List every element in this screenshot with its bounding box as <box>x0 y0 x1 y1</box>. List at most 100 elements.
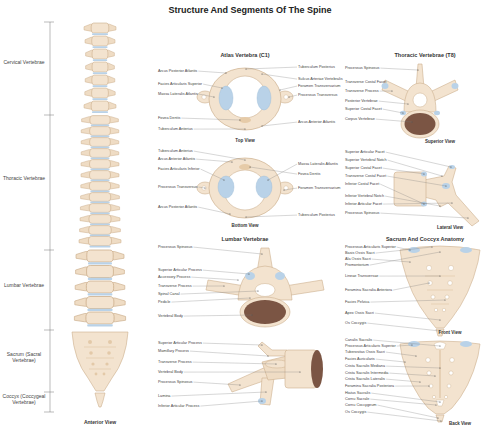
part-label: Canalis Sacralis <box>345 338 372 342</box>
leader-line <box>246 215 297 217</box>
part-label: Tuberculum Posterius <box>298 213 335 217</box>
part-label: Foramina Sacralia Posteriora <box>345 384 394 388</box>
leader-dot <box>434 375 435 376</box>
leader-line <box>389 373 435 376</box>
leader-dot <box>231 161 232 162</box>
leader-line <box>193 382 240 385</box>
leader-line <box>379 276 440 277</box>
leader-line <box>262 74 297 79</box>
part-label: Superior Articular Process <box>158 341 202 345</box>
part-label: Processus Articularis Superior <box>345 245 396 249</box>
leader-dot <box>423 203 424 204</box>
leader-dot <box>267 355 268 356</box>
part-label: Inferior Articular Process <box>158 404 199 408</box>
part-label: Facies Pelvica <box>345 300 369 304</box>
leader-line <box>388 160 442 176</box>
leader-line <box>370 300 445 302</box>
leader-line <box>397 345 412 346</box>
part-label: Transverse Process <box>345 89 379 93</box>
part-label: Superior Articular Facet <box>345 150 385 154</box>
leader-line <box>198 71 226 73</box>
leader-dot <box>244 128 245 129</box>
leader-dot <box>439 205 440 206</box>
part-label: Inferior Costal Facet <box>345 182 379 186</box>
leader-dot <box>261 125 262 126</box>
leader-dot <box>428 385 429 386</box>
part-label: Processus Spinosus <box>345 211 379 215</box>
part-label: Transverse Process <box>158 360 192 364</box>
leader-line <box>193 362 276 364</box>
leader-dot <box>431 246 432 247</box>
leader-line <box>379 101 408 104</box>
view-caption: Top View <box>235 139 254 144</box>
part-label: Accessory Process <box>158 275 190 279</box>
leader-dot <box>441 175 442 176</box>
part-label: Superior Costal Facet <box>345 166 382 170</box>
leader-dot <box>402 112 403 113</box>
part-label: Processus Spinosus <box>158 380 192 384</box>
part-label: Promontorium <box>345 263 369 267</box>
leader-dot <box>213 96 214 97</box>
leader-dot <box>437 417 438 418</box>
leader-line <box>375 313 440 320</box>
leader-dot <box>439 401 440 402</box>
leader-line <box>367 323 440 331</box>
part-label: Transverse Costal Facet <box>345 174 386 178</box>
leader-line <box>385 196 440 206</box>
part-label: Pedicle <box>158 300 170 304</box>
part-label: Inferior Articular Facet <box>345 202 382 206</box>
leader-dot <box>265 391 266 392</box>
leader-line <box>380 213 468 218</box>
leader-line <box>386 152 451 167</box>
leader-line <box>371 393 440 402</box>
part-label: Foramina Sacralia Anteriora <box>345 288 392 292</box>
leader-dot <box>221 87 222 88</box>
leader-line <box>387 176 446 186</box>
leader-line <box>203 343 262 345</box>
view-caption: Superior View <box>425 140 455 145</box>
leader-line <box>383 109 403 113</box>
lumbar-superior <box>206 248 324 327</box>
leader-dot <box>409 261 410 262</box>
leader-dot <box>299 371 300 372</box>
leader-dot <box>450 166 451 167</box>
leader-dot <box>275 363 276 364</box>
leader-dot <box>225 72 226 73</box>
leader-line <box>203 270 249 274</box>
part-label: Arcus Anterior Atlantis <box>158 157 195 161</box>
leader-dot <box>261 73 262 74</box>
leader-line <box>200 401 262 406</box>
leader-dot <box>404 361 405 362</box>
title: Structure And Segments Of The Spine <box>0 5 500 15</box>
part-label: Hiatus Sacralis <box>345 391 370 395</box>
leader-line <box>198 187 205 189</box>
leader-line <box>198 207 230 214</box>
leader-dot <box>204 187 205 188</box>
view-caption: Back View <box>449 422 471 427</box>
leader-line <box>393 283 429 290</box>
leader-dot <box>411 344 412 345</box>
leader-line <box>376 119 412 122</box>
part-label: Tuberositas Ossis Sacri <box>345 350 385 354</box>
atlas-bottom <box>197 158 293 218</box>
region-label: Thoracic Vertebrae <box>2 176 46 182</box>
leader-dot <box>245 68 246 69</box>
leader-dot <box>444 299 445 300</box>
view-caption: Bottom View <box>231 224 258 229</box>
leader-dot <box>283 189 284 190</box>
view-caption: Anterior View <box>84 420 116 426</box>
leader-line <box>191 277 238 280</box>
part-label: Apex Ossis Sacri <box>345 311 374 315</box>
part-label: Spinal Canal <box>158 292 180 296</box>
part-label: Basis Ossis Sacri <box>345 251 375 255</box>
leader-dot <box>267 179 268 180</box>
leader-dot <box>237 279 238 280</box>
leader-dot <box>439 319 440 320</box>
part-label: Posterior Vertebrae <box>345 99 378 103</box>
leader-dot <box>451 202 452 203</box>
part-label: Tuberculum Anterius <box>158 127 193 131</box>
leader-line <box>386 352 416 356</box>
thoracic-lateral <box>394 165 479 226</box>
part-label: Foramen Transversarium <box>298 186 340 190</box>
